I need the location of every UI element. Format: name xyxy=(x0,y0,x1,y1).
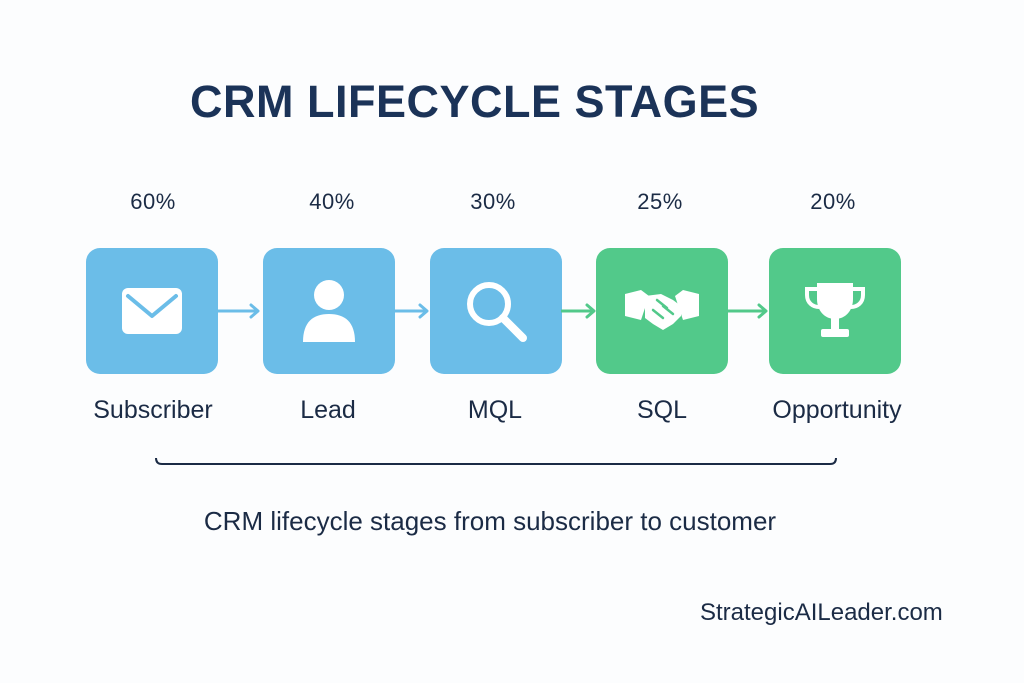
stage-box-sql xyxy=(596,248,728,374)
stage-box-mql xyxy=(430,248,562,374)
stages-bracket xyxy=(155,457,837,465)
stage-box-opportunity xyxy=(769,248,901,374)
arrow-sql-to-opportunity xyxy=(727,303,768,319)
stage-percent-mql: 30% xyxy=(470,189,516,214)
source-footer: StrategicAILeader.com xyxy=(700,599,943,626)
stage-label-opportunity: Opportunity xyxy=(772,396,902,424)
envelope-icon xyxy=(122,288,182,334)
stage-label-subscriber: Subscriber xyxy=(93,396,213,424)
stage-box-subscriber xyxy=(86,248,218,374)
stage-box-lead xyxy=(263,248,395,374)
stage-percent-opportunity: 20% xyxy=(810,189,856,214)
magnifier-icon xyxy=(467,282,527,342)
diagram-caption: CRM lifecycle stages from subscriber to … xyxy=(203,506,777,536)
diagram-title: CRM LIFECYCLE STAGES xyxy=(190,76,760,127)
stage-label-lead: Lead xyxy=(300,396,356,424)
stage-percent-subscriber: 60% xyxy=(130,189,176,214)
arrow-subscriber-to-lead xyxy=(217,303,260,319)
stage-percent-lead: 40% xyxy=(309,189,355,214)
stage-percent-sql: 25% xyxy=(637,189,683,214)
handshake-icon xyxy=(625,290,699,330)
arrow-lead-to-mql xyxy=(394,303,429,319)
stage-label-mql: MQL xyxy=(467,396,523,424)
arrow-mql-to-sql xyxy=(561,303,596,319)
trophy-icon xyxy=(805,283,865,337)
person-icon xyxy=(303,280,355,342)
stage-label-sql: SQL xyxy=(636,396,688,424)
